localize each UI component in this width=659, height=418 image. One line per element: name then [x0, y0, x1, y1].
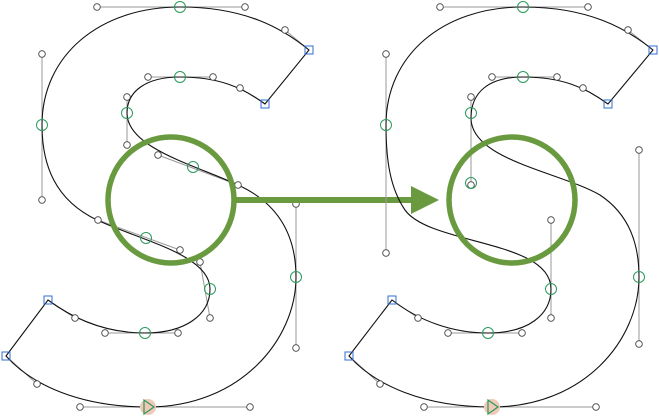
smooth-nodes-before — [36, 1, 302, 339]
circle-highlight-icon — [446, 134, 578, 266]
handle-lines-before — [5, 6, 310, 408]
glyph-before — [1, 1, 314, 416]
handle-lines-after — [348, 6, 654, 408]
smooth-nodes-after — [380, 1, 645, 339]
start-point-triangle-icon — [484, 398, 500, 416]
glyph-after — [344, 1, 658, 416]
circle-highlight-icon — [105, 134, 237, 266]
right-arrow-icon — [234, 186, 439, 214]
corner-nodes-after — [344, 45, 658, 361]
handle-points-before — [33, 3, 300, 411]
outline-after — [348, 6, 654, 408]
start-point-triangle-icon — [140, 398, 156, 416]
handle-points-after — [376, 3, 643, 411]
corner-nodes-before — [1, 45, 314, 361]
outline-before — [5, 6, 310, 408]
